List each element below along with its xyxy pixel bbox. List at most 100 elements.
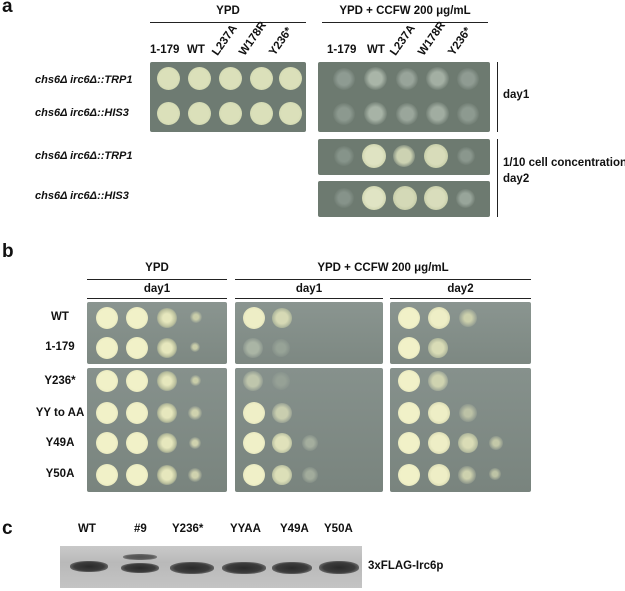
- colony-spot: [428, 371, 448, 391]
- colony-spot: [157, 67, 180, 90]
- panel-a-day2-label: day2: [503, 173, 530, 185]
- colony-spot: [458, 466, 476, 484]
- colony-spot: [302, 435, 318, 451]
- panel-a-col-1-179-ypd: 1-179: [150, 44, 180, 56]
- panel-a-conc-label: 1/10 cell concentration: [503, 157, 625, 169]
- panel-a-ccfw-rule: [322, 22, 488, 24]
- colony-spot: [157, 433, 177, 453]
- panel-b-ypd-day1: day1: [143, 283, 171, 295]
- panel-c-lane-wt: WT: [78, 523, 96, 535]
- colony-spot: [489, 436, 503, 450]
- colony-spot: [243, 464, 265, 486]
- colony-spot: [96, 402, 118, 424]
- colony-spot: [96, 307, 118, 329]
- colony-spot: [424, 186, 448, 210]
- colony-spot: [272, 433, 292, 453]
- panel-b-row-y49a: Y49A: [45, 437, 75, 449]
- colony-spot: [243, 402, 265, 424]
- panel-a-col-w178r-ypd: W178R: [237, 19, 270, 58]
- panel-a-letter: a: [2, 0, 13, 17]
- colony-spot: [396, 68, 418, 90]
- colony-spot: [188, 406, 202, 420]
- panel-b-row-1-179: 1-179: [45, 341, 75, 353]
- panel-a-row-trp1-day2: chs6Δ irc6Δ::TRP1: [35, 150, 133, 162]
- panel-c-letter: c: [2, 518, 13, 539]
- panel-b-ypd-title: YPD: [145, 262, 169, 274]
- colony-spot: [219, 102, 242, 125]
- colony-spot: [157, 371, 177, 391]
- colony-spot: [219, 67, 242, 90]
- panel-b-letter: b: [2, 241, 14, 262]
- colony-spot: [272, 339, 290, 357]
- colony-spot: [126, 307, 148, 329]
- colony-spot: [272, 403, 292, 423]
- panel-c-lane-yyaa: YYAA: [230, 523, 261, 535]
- colony-spot: [96, 464, 118, 486]
- colony-spot: [157, 403, 177, 423]
- colony-spot: [424, 144, 448, 168]
- band-y236: [170, 562, 214, 574]
- colony-spot: [96, 337, 118, 359]
- band-y49a: [272, 562, 312, 574]
- colony-spot: [457, 147, 475, 165]
- colony-spot: [362, 144, 386, 168]
- colony-spot: [489, 468, 501, 480]
- panel-a-col-1-179-ccfw: 1-179: [327, 44, 357, 56]
- panel-b-row-wt: WT: [51, 311, 69, 323]
- panel-a-ypd-rule: [150, 22, 306, 24]
- panel-a-col-l237a-ypd: L237A: [210, 22, 240, 58]
- panel-a-col-l237a-ccfw: L237A: [388, 22, 418, 58]
- panel-c-lane-y50a: Y50A: [324, 523, 353, 535]
- band-wt: [70, 561, 108, 572]
- colony-spot: [398, 307, 420, 329]
- colony-spot: [333, 103, 355, 125]
- colony-spot: [188, 102, 211, 125]
- colony-spot: [334, 188, 354, 208]
- panel-b-ccfw-day1-rule: [235, 298, 383, 300]
- colony-spot: [188, 67, 211, 90]
- panel-a-col-y236-ypd: Y236*: [267, 25, 295, 58]
- colony-spot: [243, 371, 263, 391]
- colony-spot: [459, 309, 477, 327]
- colony-spot: [428, 432, 450, 454]
- colony-spot: [126, 337, 148, 359]
- panel-a-day2-bracket: [497, 139, 499, 217]
- colony-spot: [189, 437, 201, 449]
- colony-spot: [393, 186, 417, 210]
- colony-spot: [126, 402, 148, 424]
- panel-b-ccfw-rule: [235, 279, 531, 281]
- colony-spot: [190, 311, 202, 323]
- panel-a-row-his3-day2: chs6Δ irc6Δ::HIS3: [35, 190, 129, 202]
- colony-spot: [126, 464, 148, 486]
- panel-a-col-wt-ccfw: WT: [367, 44, 385, 56]
- colony-spot: [272, 308, 292, 328]
- panel-a-col-w178r-ccfw: W178R: [416, 19, 449, 58]
- panel-b-ccfw-title: YPD + CCFW 200 μg/mL: [317, 262, 449, 274]
- colony-spot: [243, 307, 265, 329]
- colony-spot: [398, 432, 420, 454]
- colony-spot: [398, 402, 420, 424]
- panel-b-row-y236: Y236*: [44, 375, 76, 387]
- colony-spot: [428, 338, 448, 358]
- colony-spot: [459, 404, 477, 422]
- colony-spot: [364, 102, 387, 125]
- colony-spot: [364, 67, 387, 90]
- colony-spot: [272, 372, 290, 390]
- panel-b-ypd-day1-rule: [87, 298, 227, 300]
- band-y50a: [319, 561, 359, 574]
- colony-spot: [157, 308, 177, 328]
- panel-a-ypd-title: YPD: [216, 5, 240, 17]
- panel-b-ccfw-day1: day1: [295, 283, 323, 295]
- colony-spot: [243, 338, 263, 358]
- panel-a-col-wt-ypd: WT: [187, 44, 205, 56]
- colony-spot: [96, 370, 118, 392]
- colony-spot: [398, 464, 420, 486]
- colony-spot: [126, 432, 148, 454]
- colony-spot: [456, 189, 475, 208]
- colony-spot: [126, 370, 148, 392]
- colony-spot: [250, 67, 273, 90]
- colony-spot: [334, 146, 354, 166]
- colony-spot: [398, 370, 420, 392]
- colony-spot: [157, 338, 177, 358]
- colony-spot: [458, 433, 478, 453]
